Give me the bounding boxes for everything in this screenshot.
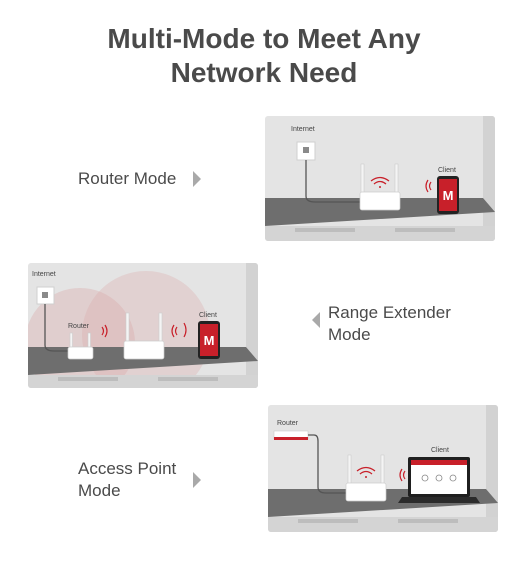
wifi-icon [370, 176, 390, 188]
wall-socket-icon [36, 286, 55, 305]
router-icon [359, 163, 401, 211]
chevron-left-icon [312, 312, 320, 328]
wall-socket-icon [296, 141, 316, 161]
laptop-icon [398, 457, 480, 503]
chevron-right-icon [193, 472, 201, 488]
phone-icon: M [437, 176, 459, 214]
range-extender-mode-label: Range Extender Mode [328, 303, 451, 344]
access-point-mode-label: Access Point Mode [78, 459, 177, 500]
router-mode-label: Router Mode [78, 169, 177, 188]
access-point-scene: Router Client [268, 405, 498, 532]
wifi-icon [356, 466, 376, 478]
router-icon [273, 430, 309, 440]
svg-text:M: M [443, 188, 454, 203]
title-line-2: Network Need [170, 57, 358, 88]
router-label: Router [277, 420, 299, 427]
router-mode-scene: Internet Client M [265, 116, 495, 241]
router-label: Router [68, 323, 90, 330]
phone-icon: M [198, 321, 220, 359]
client-label: Client [438, 167, 456, 174]
internet-label: Internet [32, 271, 56, 278]
svg-text:M: M [204, 333, 215, 348]
internet-label: Internet [291, 126, 315, 133]
router-icon [123, 312, 165, 360]
range-extender-scene: Internet Router Client M [28, 263, 258, 388]
chevron-right-icon [193, 171, 201, 187]
router-icon [67, 332, 94, 360]
page-title: Multi-Mode to Meet Any Network Need [0, 22, 528, 90]
client-label: Client [431, 447, 449, 454]
client-label: Client [199, 312, 217, 319]
router-icon [345, 454, 387, 502]
title-line-1: Multi-Mode to Meet Any [107, 23, 421, 54]
